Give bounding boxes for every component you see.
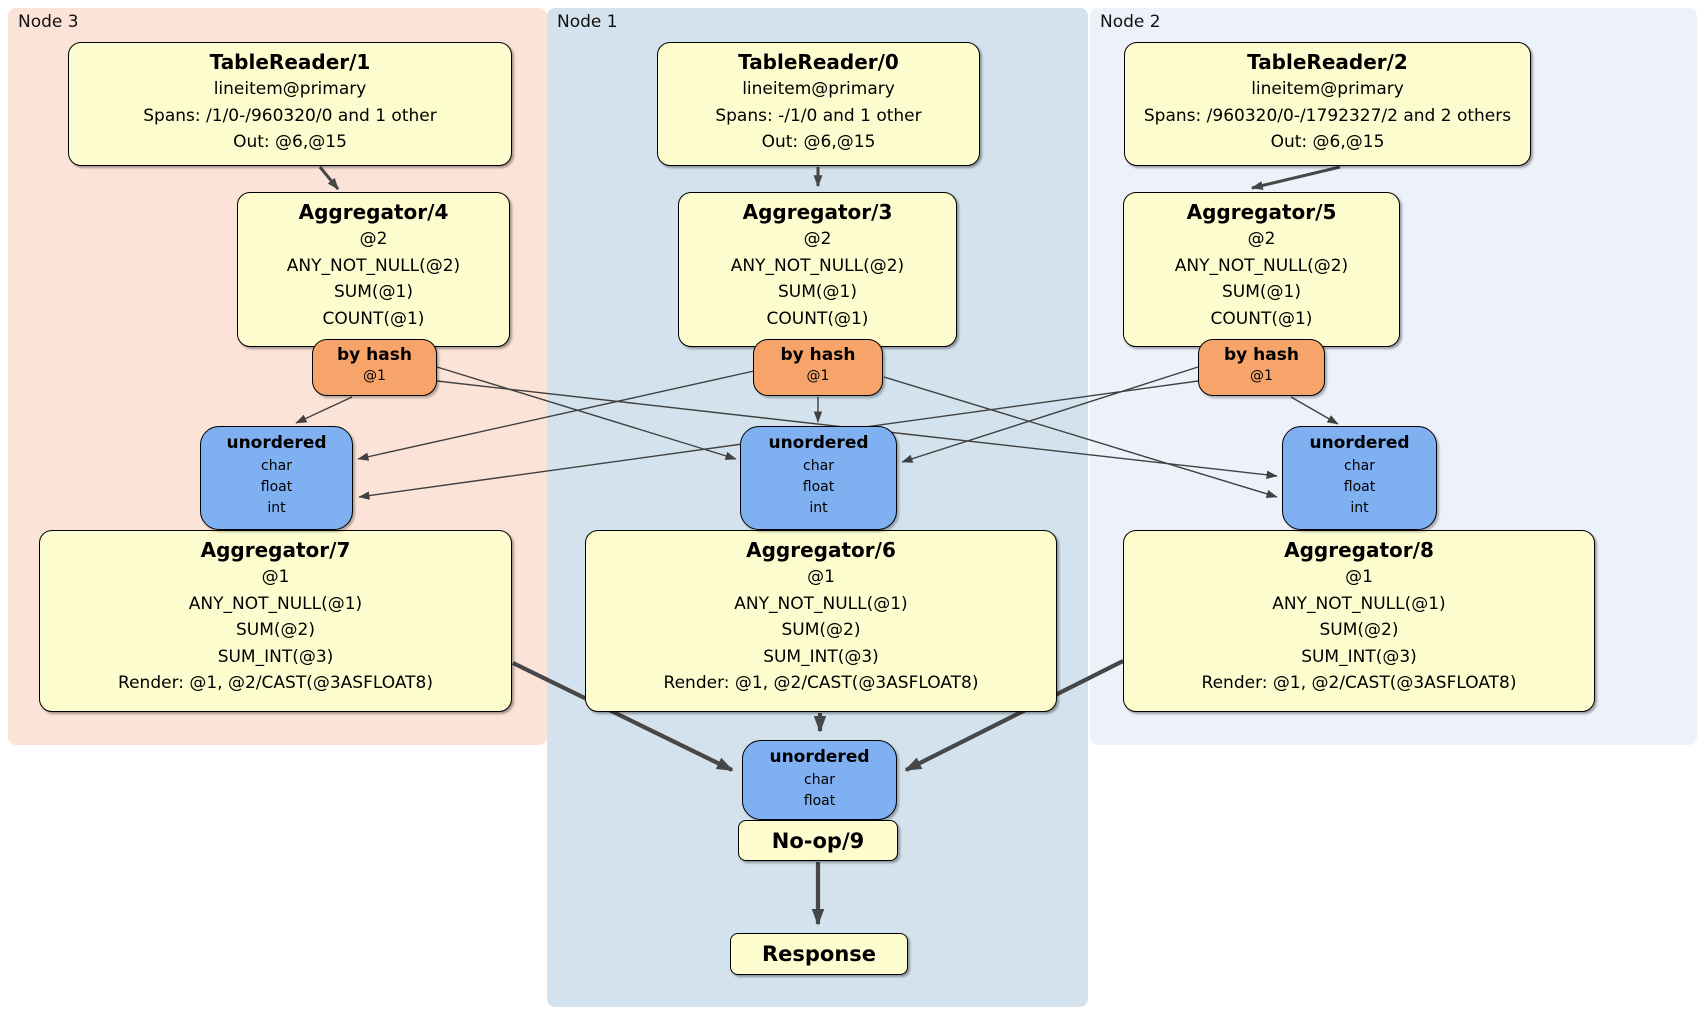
box-line: Spans: /1/0-/960320/0 and 1 other [143, 105, 437, 126]
box-line: Out: @6,@15 [233, 132, 347, 152]
box-line: @1 [261, 567, 290, 587]
box-line: Render: @1, @2/CAST(@3ASFLOAT8) [118, 673, 433, 693]
agg-to-final-edges [512, 659, 1124, 926]
box-line: @2 [1247, 229, 1276, 249]
sync-title: unordered [1309, 433, 1410, 453]
box-line: SUM(@1) [334, 282, 413, 302]
box-title: Response [761, 942, 877, 966]
box-line: SUM_INT(@3) [217, 646, 334, 667]
box-line: float [260, 479, 293, 495]
router-by-hash-3: by hash @1 [753, 339, 883, 396]
box-line: int [809, 500, 828, 516]
box-title: No-op/9 [771, 828, 865, 853]
box-line: SUM(@1) [778, 282, 857, 302]
node2-label: Node 2 [1100, 12, 1161, 32]
box-line: @1 [1250, 368, 1273, 384]
box-line: int [267, 500, 286, 516]
reader-to-agg-edges [318, 165, 1341, 190]
box-line: char [803, 458, 834, 474]
box-title: Aggregator/7 [200, 538, 351, 562]
box-line: int [1350, 500, 1369, 516]
router-title: by hash [780, 345, 856, 365]
box-line: Render: @1, @2/CAST(@3ASFLOAT8) [1201, 673, 1517, 693]
box-line: lineitem@primary [742, 79, 895, 99]
box-line: @1 [807, 567, 835, 587]
box-line: @2 [803, 229, 832, 249]
router-title: by hash [337, 345, 412, 365]
box-line: @1 [1345, 567, 1373, 587]
box-line: Spans: -/1/0 and 1 other [715, 105, 922, 126]
box-title: Aggregator/8 [1284, 538, 1434, 562]
box-line: @2 [359, 229, 388, 249]
router-by-hash-5: by hash @1 [1198, 339, 1325, 396]
box-line: float [802, 479, 835, 495]
box-line: SUM(@2) [781, 620, 861, 640]
box-line: char [1344, 458, 1375, 474]
response-box: Response [730, 933, 908, 975]
box-line: Out: @6,@15 [1270, 132, 1385, 152]
box-line: @1 [363, 368, 386, 384]
box-line: SUM(@2) [1319, 620, 1399, 640]
box-line: ANY_NOT_NULL(@1) [1272, 593, 1446, 614]
box-line: ANY_NOT_NULL(@1) [734, 593, 908, 614]
box-line: lineitem@primary [1251, 79, 1404, 99]
box-line: float [803, 793, 836, 809]
box-line: SUM(@2) [236, 620, 315, 640]
box-line: SUM(@1) [1222, 282, 1301, 302]
box-line: char [804, 772, 835, 788]
box-line: lineitem@primary [213, 79, 367, 99]
box-line: ANY_NOT_NULL(@1) [188, 593, 363, 614]
box-line: ANY_NOT_NULL(@2) [286, 255, 461, 276]
box-title: Aggregator/5 [1186, 200, 1337, 224]
node3-label: Node 3 [18, 12, 79, 32]
sync-title: unordered [226, 433, 327, 453]
node1-label: Node 1 [557, 12, 618, 32]
box-line: COUNT(@1) [322, 308, 425, 329]
sync-unordered-final: unordered char float [742, 740, 897, 820]
box-title: Aggregator/3 [742, 200, 893, 224]
box-line: char [261, 458, 292, 474]
box-line: ANY_NOT_NULL(@2) [1174, 255, 1349, 276]
box-line: ANY_NOT_NULL(@2) [730, 255, 905, 276]
router-title: by hash [1224, 345, 1299, 365]
box-line: COUNT(@1) [1210, 308, 1313, 329]
sync-title: unordered [769, 747, 870, 767]
box-line: Render: @1, @2/CAST(@3ASFLOAT8) [663, 673, 979, 693]
sync-title: unordered [768, 433, 869, 453]
box-title: TableReader/1 [209, 50, 371, 74]
router-by-hash-4: by hash @1 [312, 339, 437, 396]
box-line: SUM_INT(@3) [763, 646, 879, 667]
sync-unordered-6: unordered char float int [740, 426, 897, 530]
box-line: Spans: /960320/0-/1792327/2 and 2 others [1143, 105, 1512, 126]
box-line: @1 [806, 368, 830, 384]
box-title: Aggregator/6 [746, 538, 896, 562]
box-title: Aggregator/4 [298, 200, 449, 224]
box-line: Out: @6,@15 [761, 132, 876, 152]
box-title: TableReader/2 [1247, 50, 1408, 74]
box-line: SUM_INT(@3) [1301, 646, 1417, 667]
sync-unordered-7: unordered char float int [200, 426, 353, 530]
box-title: TableReader/0 [738, 50, 899, 74]
sync-unordered-8: unordered char float int [1282, 426, 1437, 530]
box-line: float [1343, 479, 1376, 495]
noop-9-box: No-op/9 [738, 820, 898, 861]
box-line: COUNT(@1) [766, 308, 869, 329]
